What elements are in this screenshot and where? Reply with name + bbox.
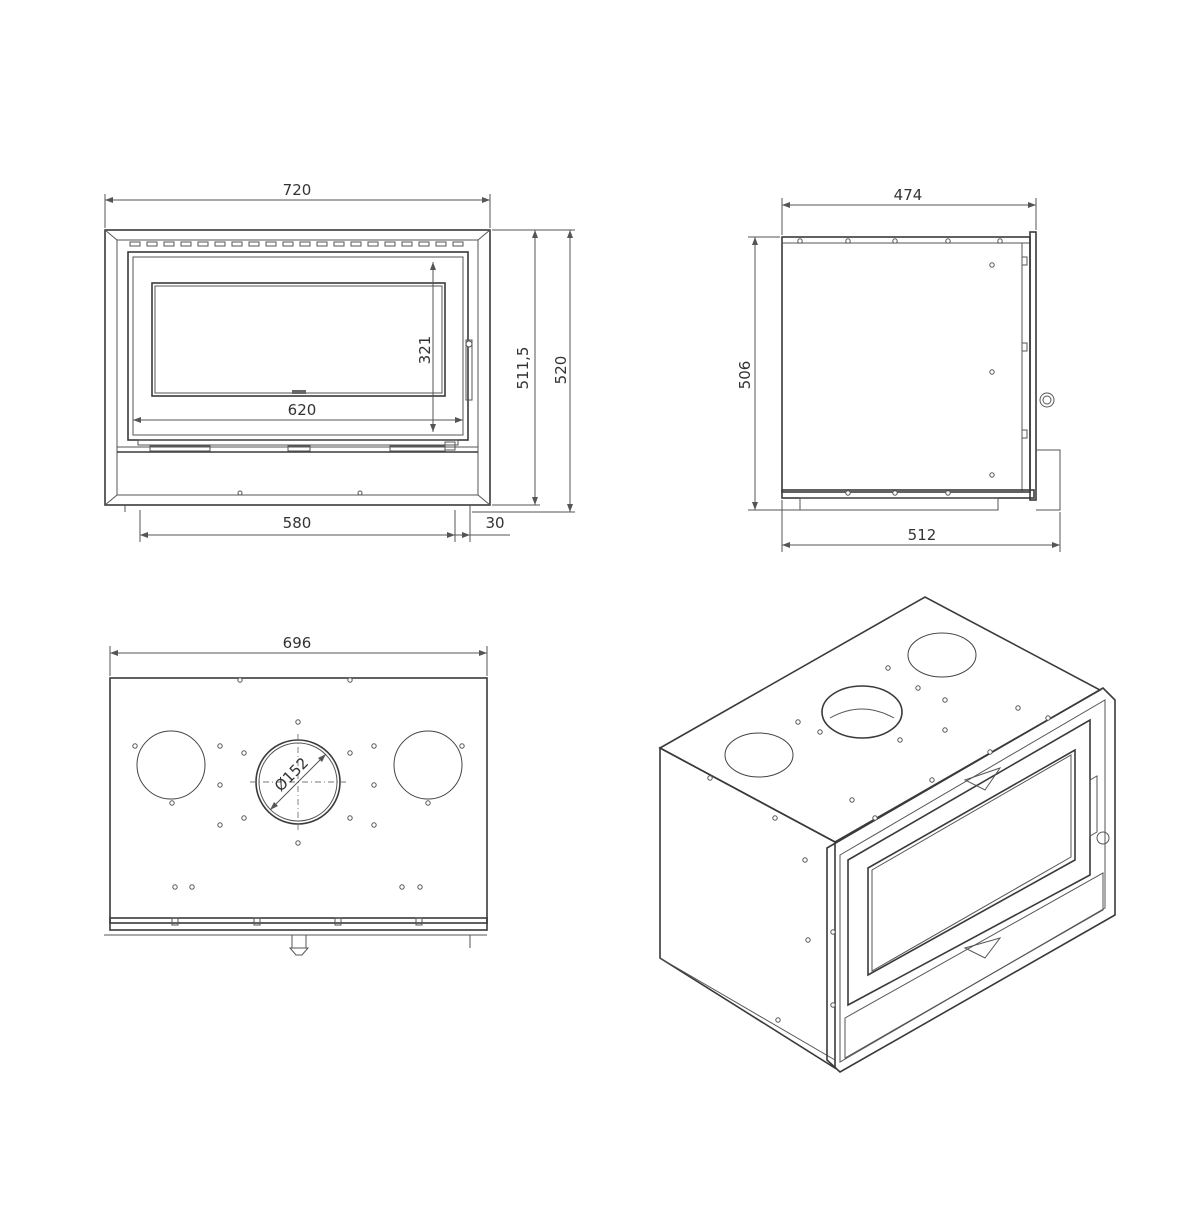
air-inlet-hole-right: [393, 730, 463, 800]
iso-inlet-hole-left: [724, 732, 794, 778]
front-vent-slots: [129, 241, 464, 247]
iso-side-face: [659, 746, 836, 1070]
iso-front-frame: [826, 686, 1116, 1073]
front-view: 720 321 620 511,5 520 580: [104, 181, 575, 542]
side-front-frame: [1029, 231, 1037, 501]
front-width-label: 720: [283, 181, 312, 199]
air-inlet-hole-left: [136, 730, 206, 800]
base-offset-label: 30: [485, 514, 504, 532]
brand-logo-icon: [292, 390, 306, 394]
outer-height-label: 520: [552, 356, 570, 385]
side-top-depth-label: 474: [894, 186, 923, 204]
damper-lever: [291, 935, 307, 949]
side-height-label: 506: [736, 361, 754, 390]
side-body: [781, 236, 1031, 493]
base-width-label: 580: [283, 514, 312, 532]
top-view: Ø152 696: [104, 634, 488, 956]
iso-handle: [1089, 775, 1098, 837]
glass-width-label: 620: [288, 401, 317, 419]
front-glass: [151, 282, 446, 397]
top-body: [109, 677, 488, 924]
side-bottom-depth-label: 512: [908, 526, 937, 544]
glass-height-label: 321: [416, 336, 434, 365]
inner-height-label: 511,5: [514, 347, 532, 390]
top-front-frame: [109, 917, 488, 931]
iso-top-face: [658, 596, 1102, 843]
iso-door: [847, 718, 1091, 1007]
iso-inlet-hole-right: [907, 632, 977, 678]
top-width-label: 696: [283, 634, 312, 652]
iso-flue-hole: [821, 685, 903, 739]
door-handle: [465, 339, 473, 401]
side-view: 474 506 512: [736, 186, 1061, 552]
door-handle-ring: [1039, 392, 1055, 408]
isometric-view: [658, 596, 1116, 1073]
front-outer-frame: [104, 229, 491, 506]
front-inner-frame: [116, 239, 479, 496]
iso-glass: [867, 748, 1076, 977]
